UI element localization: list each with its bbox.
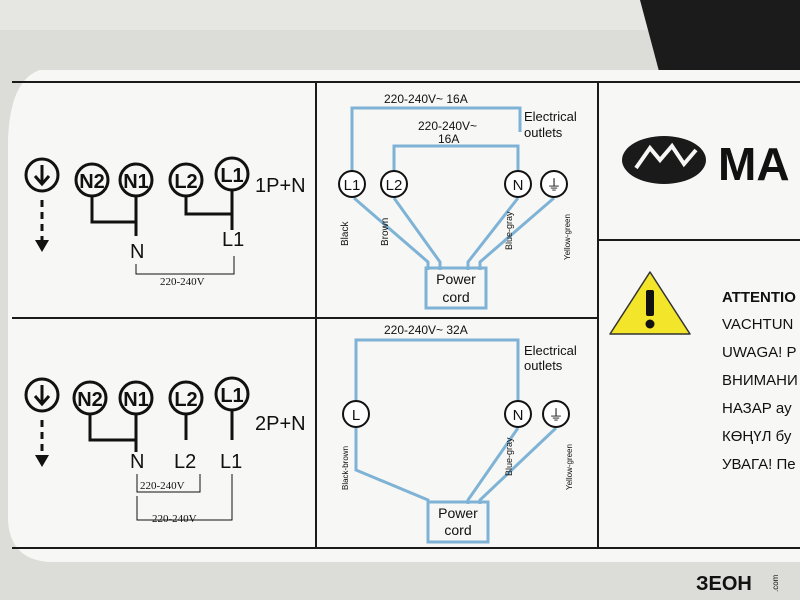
terminal-label: N2 [77, 389, 103, 411]
warning-icon [609, 271, 691, 335]
terminal-n: N [504, 400, 532, 428]
cable [640, 0, 800, 75]
terminal-label: L1 [344, 177, 361, 194]
terminal-label: L1 [220, 385, 243, 407]
table-borders [12, 81, 800, 549]
attention-text: ATTENTIO VACHTUN UWAGA! P ВНИМАНИ НАЗАР … [722, 289, 798, 473]
terminal-label: N1 [123, 389, 149, 411]
power-cord-label-1: Power [438, 505, 478, 521]
wires [350, 106, 555, 310]
outlets-label-1: Electrical [524, 109, 577, 124]
output-n: N [130, 451, 144, 473]
attention-line-6: КӨҢҮЛ бу [722, 428, 792, 445]
outlets-label-1: Electrical [524, 343, 577, 358]
voltage-label-a: 220-240V [140, 480, 185, 492]
earth-arrow-icon [24, 377, 60, 467]
watermark: ЗЕОН .com [696, 573, 780, 595]
attention-line-2: VACHTUN [722, 316, 793, 333]
output-l1: L1 [222, 229, 244, 251]
terminal-label: L1 [220, 165, 243, 187]
wire-label-black: Black [340, 221, 351, 246]
wire-label-brown: Brown [380, 218, 391, 246]
voltage-label: 220-240V [160, 276, 205, 288]
label-sticker [8, 70, 800, 562]
wiring-diagram-2p: 220-240V~ 32A Electrical outlets L N ⏚ B… [341, 323, 577, 544]
watermark-suffix: .com [771, 574, 780, 592]
jumper-wires [90, 190, 234, 236]
terminal-n: N [504, 170, 532, 198]
rating: 220-240V~ 32A [384, 323, 468, 337]
terminal-label: L [352, 407, 360, 424]
wires [354, 338, 558, 544]
terminal-label: L2 [174, 171, 197, 193]
earth-arrow-icon [24, 157, 60, 252]
wiring-diagram-1p: 220-240V~ 16A 220-240V~ 16A Electrical o… [338, 92, 577, 310]
power-cord-label-2: cord [444, 522, 471, 538]
rating-inner-2: 16A [438, 132, 459, 146]
attention-line-1: ATTENTIO [722, 289, 796, 306]
mode-label: 2P+N [255, 413, 306, 435]
ground-terminal: ⏚ [540, 170, 568, 198]
terminal-l1: L1 [338, 170, 366, 198]
jumper-wires [88, 410, 234, 452]
wire-label-black-brown: Black-brown [341, 446, 350, 490]
outlets-label-2: outlets [524, 125, 563, 140]
power-cord-label-1: Power [436, 271, 476, 287]
ground-icon: ⏚ [548, 407, 563, 424]
terminal-label: L2 [386, 177, 403, 194]
terminal-label: L2 [174, 389, 197, 411]
attention-line-3: UWAGA! P [722, 344, 796, 361]
watermark-text: ЗЕОН [696, 573, 752, 595]
output-l2: L2 [174, 451, 196, 473]
attention-line-4: ВНИМАНИ [722, 372, 798, 389]
attention-line-7: УВАГА! Пе [722, 456, 796, 473]
brand-logo: MA [622, 136, 790, 190]
terminal-l: L [342, 400, 370, 428]
wire-label-blue-gray: Blue-gray [504, 211, 514, 250]
power-cord-label-2: cord [442, 289, 469, 305]
rating-inner-1: 220-240V~ [418, 119, 477, 133]
terminal-label: N1 [123, 171, 149, 193]
rating-outer: 220-240V~ 16A [384, 92, 468, 106]
ground-terminal: ⏚ [542, 400, 570, 428]
output-n: N [130, 241, 144, 263]
panel-1p: N2 N1 L2 L1 1P+N N L1 220-240V [24, 156, 306, 288]
wire-label-yellow-green: Yellow-green [563, 214, 572, 260]
ground-icon: ⏚ [546, 177, 561, 194]
terminal-label: N [513, 407, 524, 424]
output-l1: L1 [220, 451, 242, 473]
terminal-label: N [513, 177, 524, 194]
terminal-label: N2 [79, 171, 105, 193]
outlets-label-2: outlets [524, 358, 563, 373]
mode-label: 1P+N [255, 175, 306, 197]
terminal-l2: L2 [380, 170, 408, 198]
panel-2p: N2 N1 L2 L1 2P+N N L2 L1 220-240V 220-24… [24, 376, 306, 525]
wire-label-blue-gray: Blue-gray [504, 437, 514, 476]
brand-name: MA [718, 138, 790, 190]
wire-label-yellow-green: Yellow-green [565, 444, 574, 490]
attention-line-5: НАЗАР ау [722, 400, 792, 417]
voltage-label-b: 220-240V [152, 513, 197, 525]
